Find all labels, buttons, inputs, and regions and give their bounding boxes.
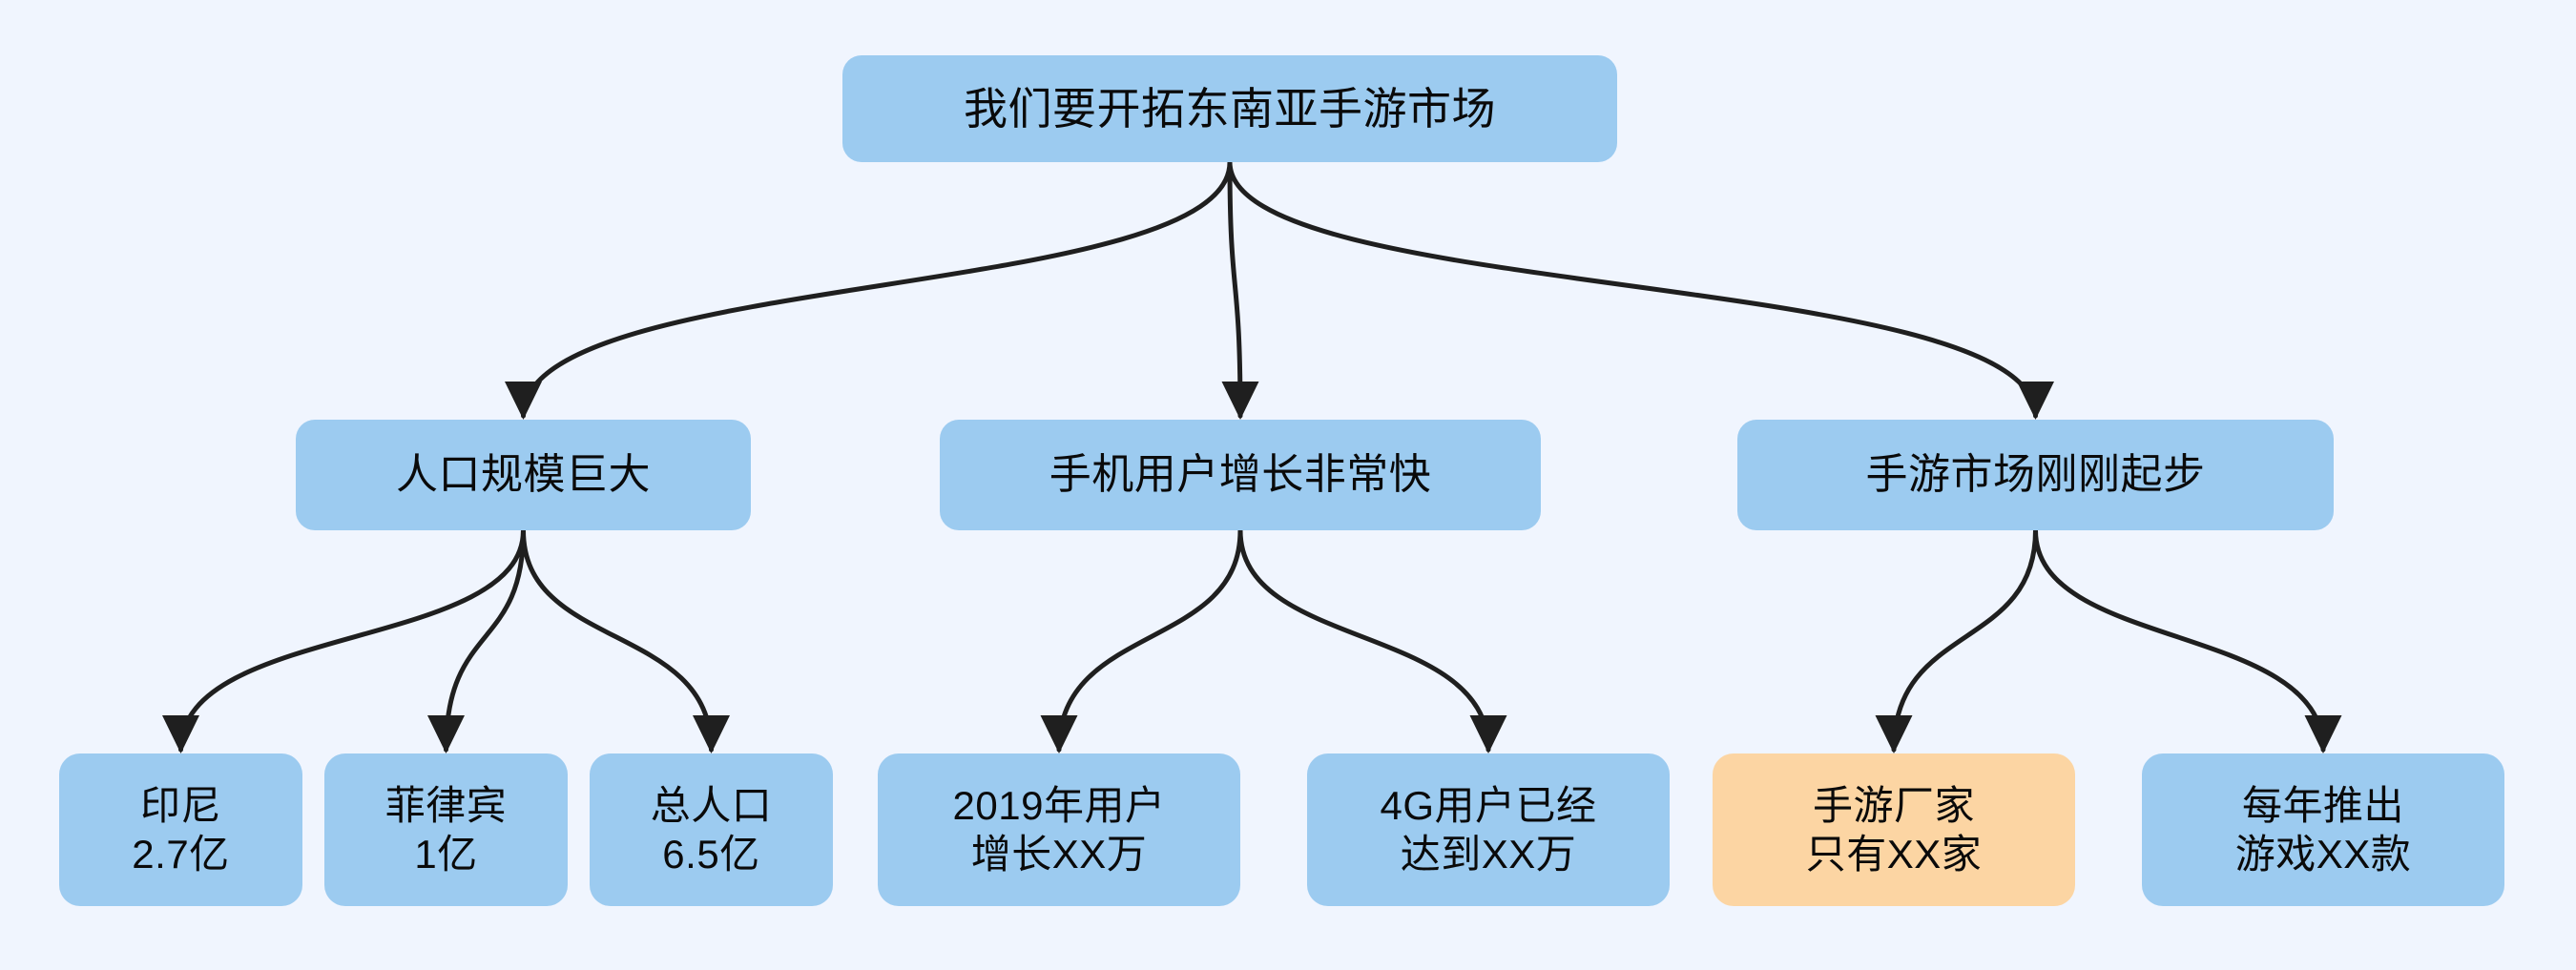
node-label-line: 人口规模巨大	[396, 451, 651, 499]
node-label-line: 达到XX万	[1400, 832, 1577, 877]
node-label-line: 菲律宾	[384, 782, 508, 828]
edge-b3-to-l7	[2033, 527, 2342, 753]
edge-b2-to-l4	[1040, 527, 1243, 753]
edge-b1-to-l1	[162, 527, 526, 753]
node-label-line: 总人口	[650, 782, 773, 828]
node-label-line: 增长XX万	[970, 832, 1148, 877]
edge-b2-to-l5	[1237, 527, 1507, 753]
node-l7[interactable]: 每年推出游戏XX款	[2142, 753, 2504, 906]
node-label-line: 4G用户已经	[1380, 782, 1597, 828]
edge-root-to-b3	[1227, 159, 2054, 420]
node-label-line: 1亿	[414, 832, 478, 877]
edge-b1-to-l3	[521, 527, 730, 753]
node-label-line: 每年推出	[2241, 782, 2404, 828]
edge-root-to-b1	[505, 159, 1233, 420]
node-label-line: 手游厂家	[1812, 782, 1975, 828]
node-label-line: 2.7亿	[132, 832, 230, 877]
node-b2[interactable]: 手机用户增长非常快	[940, 420, 1541, 530]
node-label-line: 6.5亿	[662, 832, 760, 877]
node-b3[interactable]: 手游市场刚刚起步	[1737, 420, 2334, 530]
node-l5[interactable]: 4G用户已经达到XX万	[1307, 753, 1670, 906]
node-l6[interactable]: 手游厂家只有XX家	[1713, 753, 2075, 906]
node-label-line: 手游市场刚刚起步	[1865, 451, 2206, 499]
node-l4[interactable]: 2019年用户增长XX万	[878, 753, 1240, 906]
node-label-line: 印尼	[139, 782, 221, 828]
node-b1[interactable]: 人口规模巨大	[296, 420, 751, 530]
node-label-line: 游戏XX款	[2234, 832, 2412, 877]
edge-b1-to-l2	[427, 527, 526, 754]
edge-root-to-b2	[1221, 159, 1259, 421]
node-label-line: 只有XX家	[1805, 832, 1983, 877]
node-label-line: 手机用户增长非常快	[1049, 451, 1432, 499]
node-label-line: 2019年用户	[952, 782, 1166, 828]
node-root[interactable]: 我们要开拓东南亚手游市场	[842, 55, 1617, 162]
node-label-line: 我们要开拓东南亚手游市场	[964, 83, 1496, 134]
edge-b3-to-l6	[1875, 527, 2038, 753]
